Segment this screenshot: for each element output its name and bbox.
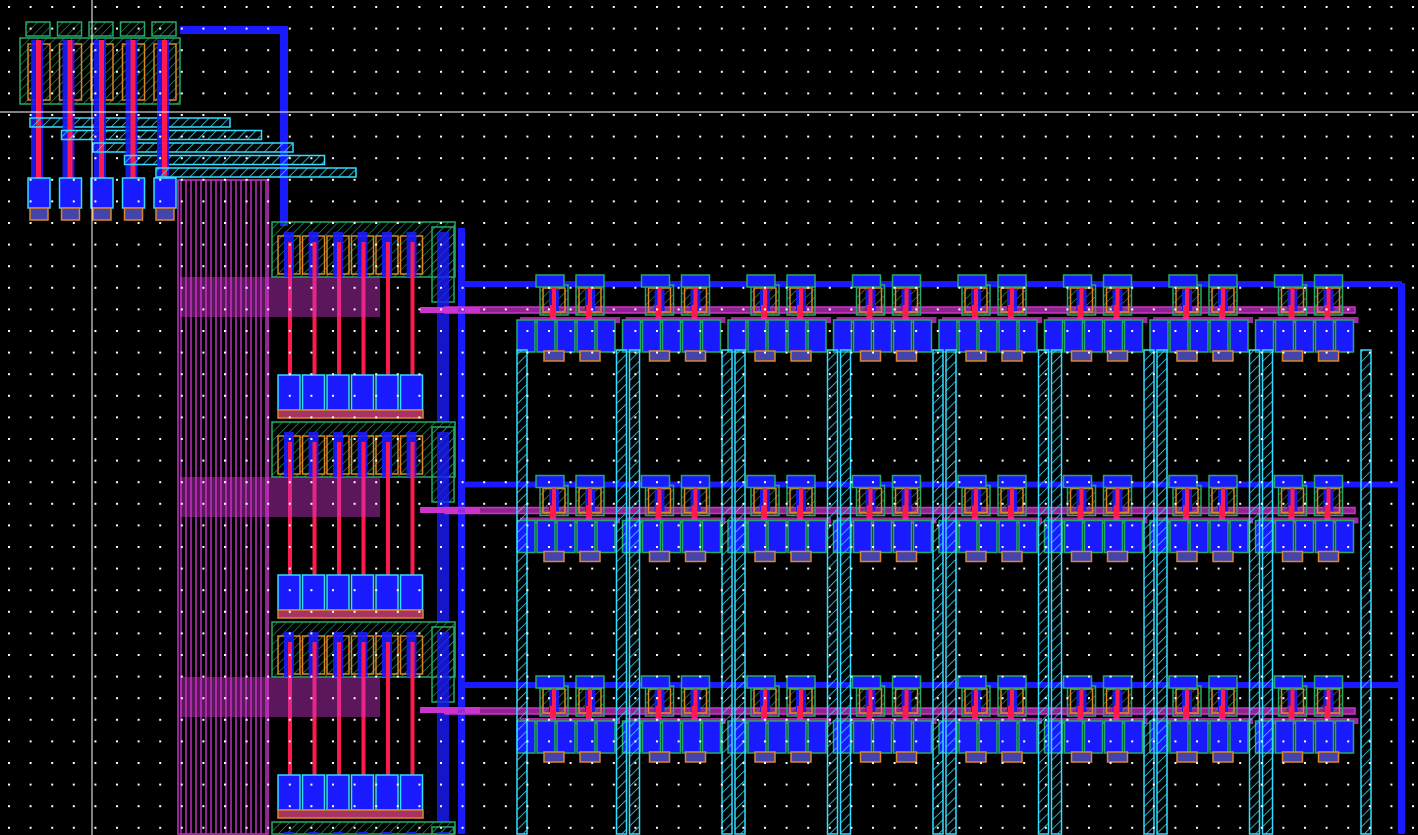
layout-canvas[interactable]	[0, 0, 1418, 835]
grid-dots	[0, 0, 1418, 835]
